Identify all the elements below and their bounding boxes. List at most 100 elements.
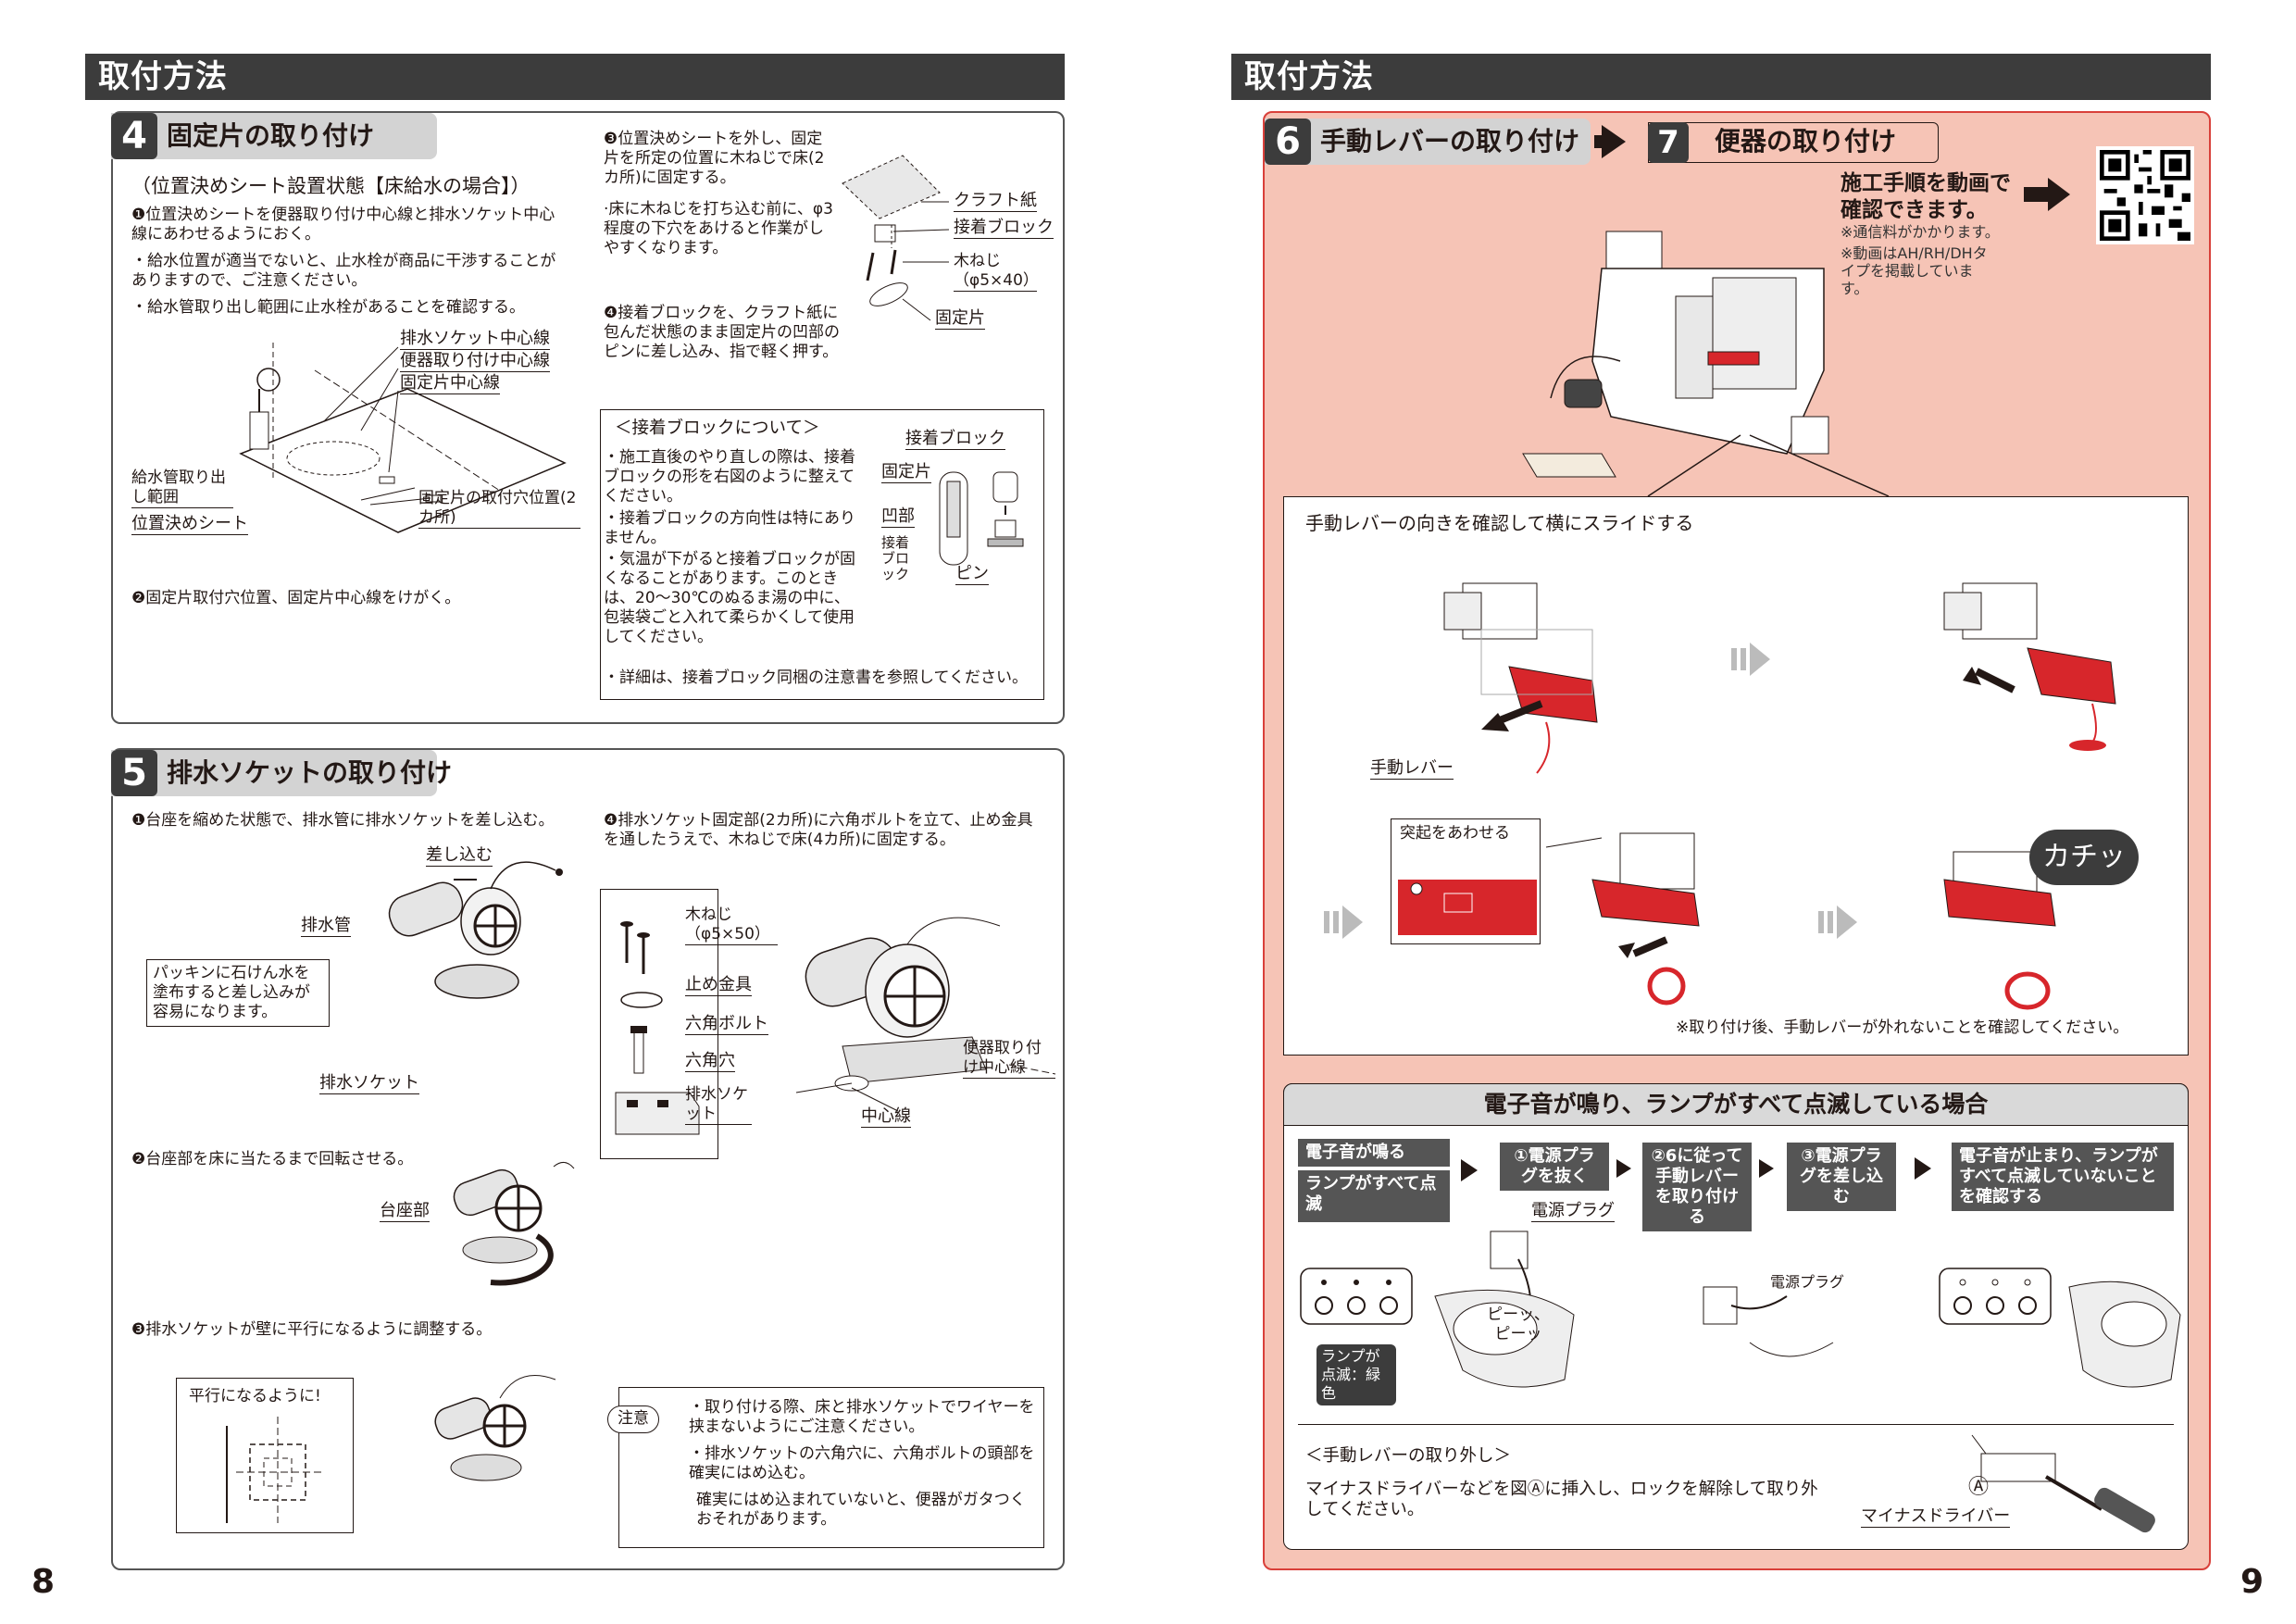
video-text: 施工手順を動画で確認できます。 — [1841, 171, 2011, 222]
flow-arrow-1-icon — [1461, 1159, 1478, 1181]
about-b3: ・気温が下がると接着ブロックが固くなることがあります。このときは、20～30℃の… — [604, 550, 855, 646]
section-6-title: 手動レバーの取り付け — [1320, 126, 1580, 156]
click-bubble: カチッ — [2029, 830, 2139, 885]
socket-fixing-illustration — [795, 917, 1056, 1112]
fig1-drain-center: 排水ソケット中心線 — [400, 329, 550, 350]
adhesive-about-box — [600, 409, 1044, 700]
section-4-title: 固定片の取り付け — [167, 120, 375, 151]
s4-note2: ・給水管取り出し範囲に止水栓があることを確認する。 — [131, 298, 525, 317]
fig1-sheet: 位置決めシート — [131, 514, 248, 535]
parallel-box — [176, 1378, 354, 1533]
lever-label: 手動レバー — [1370, 758, 1454, 780]
section-6-header — [1265, 119, 1591, 165]
flow-step2: ②6に従って手動レバーを取り付ける — [1642, 1143, 1752, 1231]
video-qr-code[interactable] — [2096, 146, 2194, 244]
beep-divider — [1298, 1424, 2174, 1425]
left-page-number: 8 — [31, 1563, 56, 1601]
s4-step2: ❷固定片取付穴位置、固定片中心線をけがく。 — [131, 589, 461, 607]
s5-hexhole: 六角穴 — [685, 1051, 735, 1072]
about-fig-recess: 凹部 — [881, 506, 915, 528]
s4-step4: ❹接着ブロックを、クラフト紙に包んだ状態のまま固定片の凹部のピンに差し込み、指で… — [604, 304, 840, 361]
right-page-header: 取付方法 — [1231, 54, 2211, 100]
about-b2: ・接着ブロックの方向性は特にありません。 — [604, 509, 855, 547]
drain-socket-insert-illustration — [388, 861, 563, 999]
bolt-parts-box — [600, 889, 718, 1159]
bolt-parts-illustration — [615, 921, 700, 1135]
protrusion-detail — [1398, 880, 1537, 935]
flow-arrow-2-icon — [1616, 1159, 1631, 1178]
kraft-block-illustration — [842, 155, 950, 321]
right-page-number: 9 — [2240, 1563, 2265, 1601]
lever-slide-step2 — [1943, 582, 2116, 751]
flow-arrow-3-icon — [1759, 1159, 1774, 1178]
fig2-screw: 木ねじ（φ5×40） — [954, 252, 1039, 292]
about-fig-block: 接着ブロック — [905, 429, 1005, 450]
about-b4: ・詳細は、接着ブロック同梱の注意書を参照してください。 — [604, 668, 1028, 687]
positioning-sheet-illustration — [239, 343, 567, 533]
about-b1: ・施工直後のやり直しの際は、接着ブロックの形を右図のように整えてください。 — [604, 448, 855, 506]
s5-clamp: 止め金具 — [685, 975, 752, 996]
s4-note1: ・給水位置が適当でないと、止水栓が商品に干渉することがありますので、ご注意くださ… — [131, 252, 556, 290]
s5-step2: ❷台座部を床に当たるまで回転させる。 — [131, 1150, 414, 1168]
left-page-header: 取付方法 — [85, 54, 1065, 100]
s5-drain-socket: 排水ソケット — [319, 1073, 419, 1094]
s5-drain-pipe: 排水管 — [301, 916, 351, 937]
lever-align-step — [1545, 832, 1700, 1006]
s5-drain-socket2: 排水ソケット — [685, 1085, 752, 1125]
s5-parallel: 平行になるように! — [189, 1387, 321, 1405]
caution-badge: 注意 — [607, 1405, 659, 1433]
callout-lines — [1647, 434, 1890, 497]
remove-text: マイナスドライバーなどを図Ⓐに挿入し、ロックを解除して取り外してください。 — [1305, 1480, 1818, 1519]
section-5-header — [111, 750, 437, 796]
beep-title: 電子音が鳴り、ランプがすべて点滅している場合 — [1483, 1091, 1989, 1118]
about-fig-pin: ピン — [955, 564, 989, 585]
plug-label: 電源プラグ — [1531, 1201, 1615, 1222]
about-fig-block2: 接着ブロック — [881, 534, 910, 582]
fig2-block: 接着ブロック — [954, 218, 1054, 239]
fig1-holes: 固定片の取付穴位置(2カ所) — [418, 489, 580, 529]
s4-step1: ❶位置決めシートを便器取り付け中心線と排水ソケット中心線にあわせるようにおく。 — [131, 206, 555, 244]
cond2-box: ランプがすべて点滅 — [1298, 1170, 1450, 1222]
lever-slide-step1 — [1443, 582, 1598, 774]
fig2-kraft: クラフト紙 — [954, 191, 1037, 212]
base-rotate-illustration — [453, 1162, 575, 1286]
fig1-fixing-center: 固定片中心線 — [400, 373, 500, 394]
a-mark: Ⓐ — [1968, 1476, 1990, 1499]
s5-base: 台座部 — [380, 1201, 430, 1222]
s5-step3: ❸排水ソケットが壁に平行になるように調整する。 — [131, 1320, 493, 1339]
video-note2: ※動画はAH/RH/DHタイプを掲載しています。 — [1841, 244, 1988, 297]
flow-step4: 電子音が止まり、ランプがすべて点滅していないことを確認する — [1952, 1143, 2174, 1211]
s5-step4: ❹排水ソケット固定部(2カ所)に六角ボルトを立て、止め金具を通したうえで、木ねじ… — [604, 811, 1033, 849]
flow-step3: ③電源プラグを差し込む — [1787, 1143, 1896, 1211]
s5-caution2: ・排水ソケットの六角穴に、六角ボルトの頭部を確実にはめ込む。 — [689, 1444, 1035, 1482]
about-fig-fixing: 固定片 — [881, 462, 931, 483]
flow-step1: ①電源プラグを抜く — [1500, 1143, 1609, 1191]
s4-step3-note: ·床に木ねじを打ち込む前に、φ3程度の下穴をあけると作業がしやすくなります。 — [604, 200, 833, 257]
section-7-header — [1648, 122, 1939, 163]
s5-insert: 差し込む — [426, 845, 493, 867]
beeping-toilet-illustration — [1300, 1230, 1575, 1388]
section-7-number: 7 — [1648, 122, 1689, 163]
lever-click-step — [1943, 851, 2056, 1010]
section-4-header — [111, 113, 437, 159]
lever-box-title: 手動レバーの向きを確認して横にスライドする — [1305, 512, 1694, 534]
s5-caution1: ・取り付ける際、床と排水ソケットでワイヤーを挟まないようにご注意ください。 — [689, 1398, 1035, 1436]
flow-arrow-4-icon — [1915, 1157, 1931, 1180]
beep-sound: ピーッ、ピーッ — [1487, 1305, 1550, 1343]
about-title: ＜接着ブロックについて＞ — [615, 418, 820, 438]
cond1-box: 電子音が鳴る — [1298, 1139, 1450, 1167]
section-4-number: 4 — [111, 113, 157, 159]
video-note1: ※通信料がかかります。 — [1841, 223, 2000, 241]
section-5-title: 排水ソケットの取り付け — [167, 757, 453, 788]
caution-box — [618, 1387, 1044, 1548]
section-7-title: 便器の取り付け — [1715, 126, 1897, 156]
s5-toilet-center: 便器取り付け中心線 — [963, 1039, 1055, 1079]
section-6-number: 6 — [1265, 119, 1311, 165]
normal-toilet-illustration — [1939, 1268, 2181, 1388]
remove-title: ＜手動レバーの取り外し＞ — [1305, 1446, 1512, 1466]
s4-subtitle: （位置決めシート設置状態【床給水の場合】） — [131, 175, 530, 197]
section-4-panel — [111, 111, 1065, 724]
s5-step1: ❶台座を縮めた状態で、排水管に排水ソケットを差し込む。 — [131, 811, 555, 830]
driver-label: マイナスドライバー — [1861, 1506, 2011, 1528]
lever-instruction-box — [1283, 496, 2189, 1056]
